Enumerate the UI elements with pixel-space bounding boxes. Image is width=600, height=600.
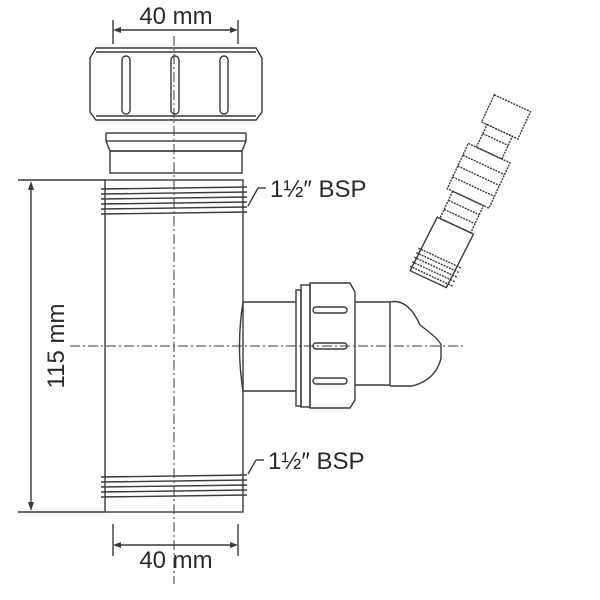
bottom-dimension: [112, 524, 239, 556]
height-label: 115 mm: [43, 304, 70, 389]
top-width-label: 40 mm: [139, 3, 212, 30]
hose-connector: [409, 93, 532, 289]
upper-leader: [247, 187, 259, 207]
center-lines: [70, 36, 466, 584]
bottom-width-label: 40 mm: [139, 547, 212, 574]
lower-leader: [247, 459, 257, 475]
top-compression-nut: [89, 47, 263, 121]
height-dimension: [18, 179, 105, 513]
top-dimension: [112, 20, 239, 44]
lower-thread-label: 1½″ BSP: [268, 448, 365, 475]
top-ring: [105, 132, 247, 174]
upper-thread-label: 1½″ BSP: [270, 176, 367, 203]
